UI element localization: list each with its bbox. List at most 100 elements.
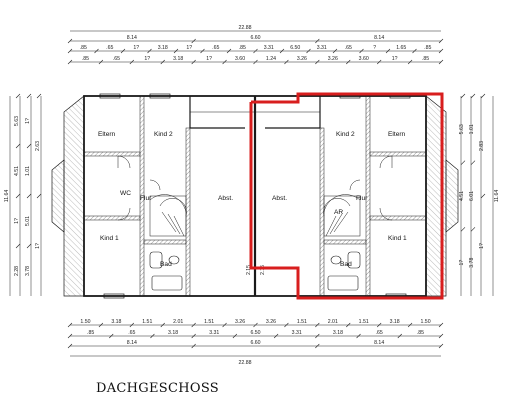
dim-label: 6.60	[250, 35, 260, 41]
dim-tick	[232, 333, 238, 339]
mid-dim-right: 2.15	[260, 265, 266, 275]
dim-label: 3.26	[266, 319, 276, 325]
dim-label: 1?	[206, 56, 212, 62]
dim-tick	[109, 333, 114, 339]
dim-label: 3.26	[235, 319, 245, 325]
dim-tick	[26, 193, 32, 199]
dim-tick	[438, 333, 444, 339]
dim-tick	[470, 227, 476, 232]
dim-tick	[359, 48, 364, 54]
dim-tick	[480, 193, 486, 199]
room-label: Eltern	[98, 131, 116, 138]
dim-label: .65	[106, 45, 113, 51]
door-swings	[117, 155, 393, 221]
dim-label: 1.51	[359, 319, 369, 325]
dim-label: 1.24	[266, 56, 276, 62]
dim-tick	[191, 333, 196, 339]
dim-tick	[67, 343, 73, 349]
dim-tick	[222, 322, 227, 328]
dim-label: 3.18	[158, 45, 168, 51]
plan-caption: DACHGESCHOSS	[96, 381, 219, 396]
dim-label: .85	[239, 45, 246, 51]
dim-label: 8.14	[127, 340, 137, 346]
side-dim-ticks	[15, 93, 486, 249]
dim-tick	[67, 38, 73, 44]
dim-label: ?	[373, 45, 376, 51]
bath-fixtures	[149, 251, 361, 291]
dim-tick	[470, 93, 476, 99]
dim-label: 1.01	[469, 124, 475, 134]
dim-label: 1.51	[204, 319, 214, 325]
dim-tick	[253, 48, 258, 54]
dim-tick	[67, 322, 73, 328]
dim-tick	[15, 93, 21, 99]
room-label: WC	[120, 190, 131, 197]
dim-tick	[129, 322, 135, 328]
dim-label: 5.63	[14, 116, 20, 126]
dim-tick	[26, 143, 32, 149]
dim-tick	[470, 160, 476, 165]
dim-label: 2.83	[479, 141, 485, 151]
room-label: Kind 2	[336, 131, 355, 138]
dim-tick	[222, 59, 227, 65]
dim-tick	[36, 193, 42, 199]
dim-tick	[67, 48, 73, 54]
dim-tick	[407, 59, 413, 65]
dim-label: 1?	[392, 56, 398, 62]
dim-label: 3.31	[209, 330, 219, 336]
dim-label: 2.01	[328, 319, 338, 325]
room-label: Bad	[340, 261, 352, 268]
dim-tick	[407, 322, 413, 328]
left-dimensions	[9, 96, 42, 296]
dim-label: 8.14	[127, 35, 137, 41]
dim-tick	[279, 48, 285, 54]
right-total-dim: 11.64	[494, 190, 500, 203]
left-total-dim: 11.64	[4, 190, 10, 203]
dim-label: .85	[422, 56, 429, 62]
room-label: Abst.	[272, 195, 287, 202]
dim-label: 6.50	[290, 45, 300, 51]
dim-label: 1?	[459, 260, 465, 266]
dim-tick	[480, 93, 486, 99]
dim-tick	[412, 48, 417, 54]
dim-label: 3.31	[264, 45, 274, 51]
dim-label: .65	[376, 330, 383, 336]
dim-label: .85	[82, 56, 89, 62]
dim-label: 1.65	[396, 45, 406, 51]
dim-tick	[460, 93, 466, 99]
dim-label: 3.60	[359, 56, 369, 62]
dim-tick	[332, 48, 338, 54]
dim-tick	[315, 322, 320, 328]
dim-tick	[438, 59, 444, 65]
dim-tick	[26, 243, 32, 249]
dim-tick	[67, 333, 73, 339]
dim-tick	[273, 333, 279, 339]
dim-label: 1?	[144, 56, 150, 62]
dim-tick	[15, 143, 21, 149]
dim-tick	[284, 322, 289, 328]
dim-label: 3.31	[317, 45, 327, 51]
dim-label: 1.50	[420, 319, 430, 325]
room-labels-left: Eltern Kind 2 Flur Abst. Kind 1 Bad WC	[98, 131, 233, 268]
dim-label: .85	[417, 330, 424, 336]
staircase-left	[149, 194, 187, 237]
room-label: Flur	[356, 195, 368, 202]
dim-label: 3.18	[168, 330, 178, 336]
dim-tick	[438, 48, 444, 54]
dim-tick	[346, 59, 351, 65]
right-dimensions	[460, 96, 494, 296]
dim-tick	[253, 59, 258, 65]
dim-tick	[15, 243, 21, 249]
dim-tick	[67, 59, 73, 65]
dim-label: 3.18	[173, 56, 183, 62]
dim-label: 6.01	[469, 191, 475, 201]
dim-tick	[15, 193, 21, 199]
dim-label: 3.18	[333, 330, 343, 336]
dim-tick	[356, 333, 361, 339]
dim-tick	[191, 322, 196, 328]
dim-label: 2.63	[35, 141, 41, 151]
dim-label: 1.51	[297, 319, 307, 325]
